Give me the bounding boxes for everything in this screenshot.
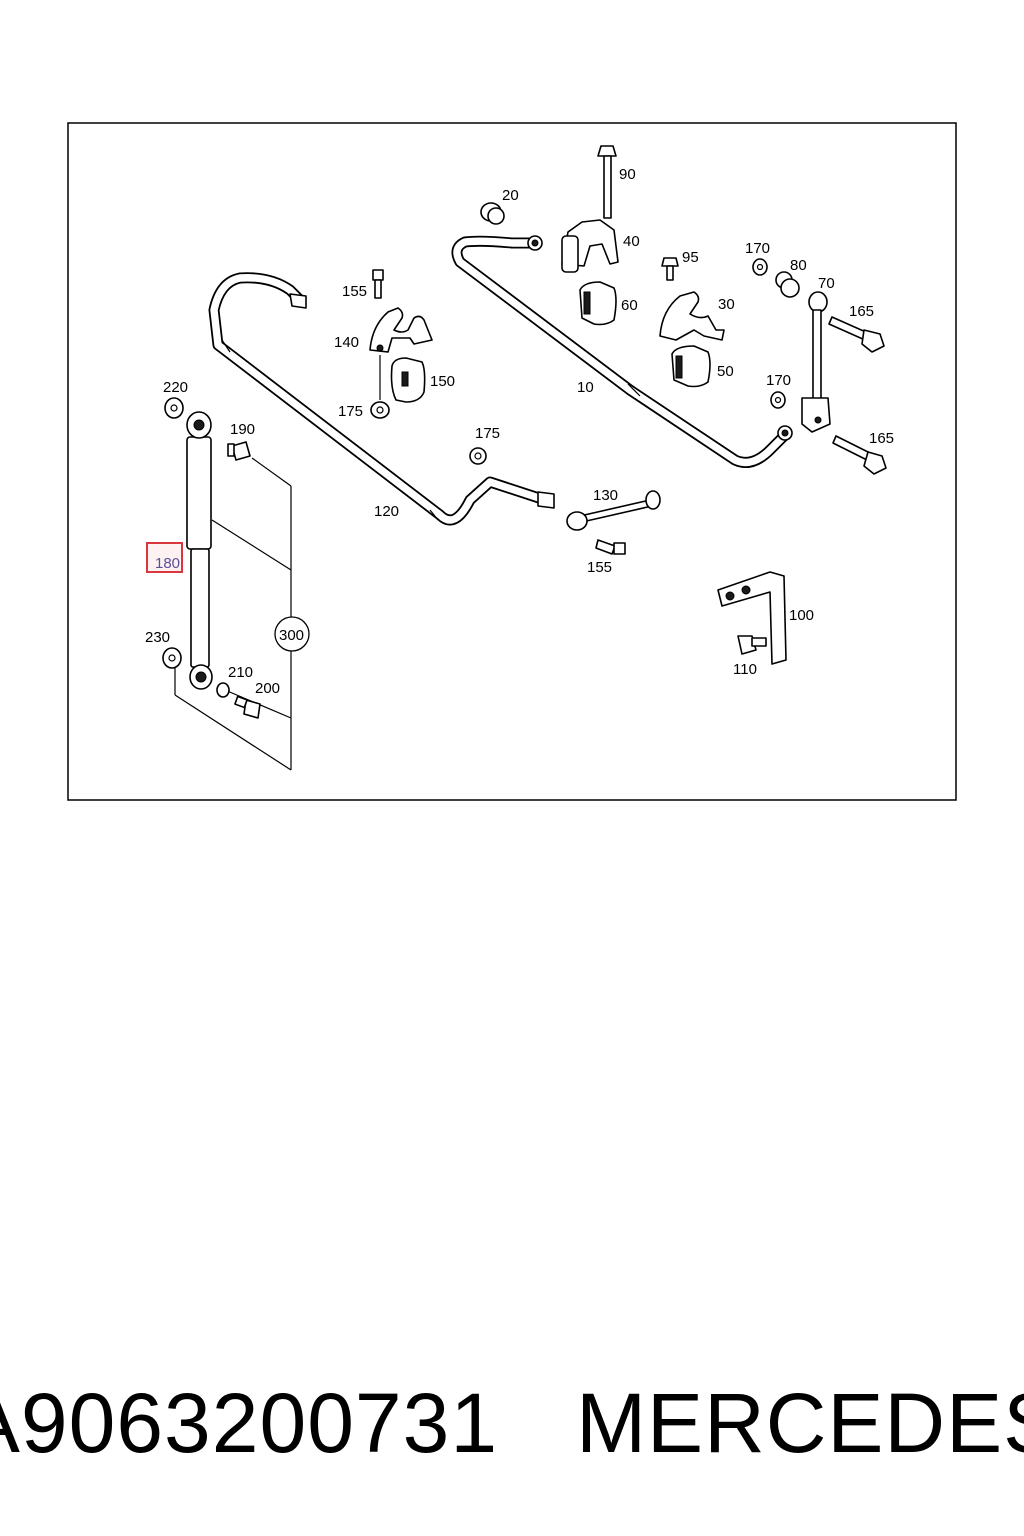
callout-40: 40 — [623, 233, 640, 250]
clamp-30 — [659, 291, 725, 341]
bolt-165-upper — [828, 316, 885, 353]
callout-150: 150 — [430, 373, 455, 390]
callout-190: 190 — [230, 421, 255, 438]
callout-140: 140 — [334, 334, 359, 351]
washer-220 — [164, 397, 184, 419]
washer-170-upper — [752, 258, 768, 276]
callout-165-lower: 165 — [869, 430, 894, 447]
callout-180: 180 — [155, 555, 180, 572]
bracket-140 — [369, 307, 433, 353]
callout-220: 220 — [163, 379, 188, 396]
callout-230: 230 — [145, 629, 170, 646]
bolt-155-lower — [595, 539, 626, 555]
highlight-box-180 — [146, 542, 183, 573]
callout-210: 210 — [228, 664, 253, 681]
bushing-20 — [480, 202, 505, 225]
brand-name: MERCEDES — [576, 1375, 1024, 1470]
callout-170-lower: 170 — [766, 372, 791, 389]
callout-300: 300 — [279, 627, 304, 644]
bolt-190 — [227, 441, 251, 461]
callout-95: 95 — [682, 249, 699, 266]
washer-210 — [216, 682, 230, 698]
callout-90: 90 — [619, 166, 636, 183]
callout-60: 60 — [621, 297, 638, 314]
callout-175-left: 175 — [338, 403, 363, 420]
callout-10: 10 — [577, 379, 594, 396]
washer-170-lower — [770, 391, 786, 409]
diagram-frame — [67, 122, 957, 801]
callout-130: 130 — [593, 487, 618, 504]
callout-155-lower: 155 — [587, 559, 612, 576]
bushing-60 — [579, 281, 617, 326]
stabilizer-bar-120 — [208, 272, 555, 526]
stabilizer-bar-10 — [451, 235, 793, 468]
clamp-40 — [561, 219, 619, 273]
callout-110: 110 — [733, 661, 757, 678]
callout-165-upper: 165 — [849, 303, 874, 320]
callout-70: 70 — [818, 275, 835, 292]
washer-230 — [162, 647, 182, 669]
callout-30: 30 — [718, 296, 735, 313]
bolt-90 — [597, 145, 617, 219]
bushing-50 — [671, 345, 711, 388]
callout-155-upper: 155 — [342, 283, 367, 300]
bolt-165-lower — [832, 435, 887, 475]
callout-80: 80 — [790, 257, 807, 274]
part-number: A9063200731 — [0, 1375, 499, 1470]
callout-50: 50 — [717, 363, 734, 380]
bolt-110 — [737, 635, 767, 655]
shock-absorber-180 — [186, 411, 213, 690]
nut-175-center — [469, 447, 487, 465]
group-300-lines — [174, 457, 310, 771]
bolt-200 — [234, 695, 261, 719]
callout-200: 200 — [255, 680, 280, 697]
part-caption: A9063200731 MERCEDES — [0, 1368, 1024, 1478]
bracket-100 — [717, 571, 787, 665]
callout-175-center: 175 — [475, 425, 500, 442]
bushing-80 — [775, 271, 800, 298]
bolt-95 — [661, 257, 679, 281]
callout-20: 20 — [502, 187, 519, 204]
callout-120: 120 — [374, 503, 399, 520]
bolt-155-upper — [372, 269, 384, 299]
nut-175-left — [370, 401, 390, 419]
callout-170-upper: 170 — [745, 240, 770, 257]
group-300-circle — [274, 616, 310, 652]
callout-labels: 10 20 30 40 50 60 70 80 90 95 100 110 12… — [145, 166, 894, 697]
callout-100: 100 — [789, 607, 814, 624]
link-130 — [566, 490, 661, 531]
link-70 — [801, 291, 831, 433]
bushing-150 — [390, 357, 426, 403]
